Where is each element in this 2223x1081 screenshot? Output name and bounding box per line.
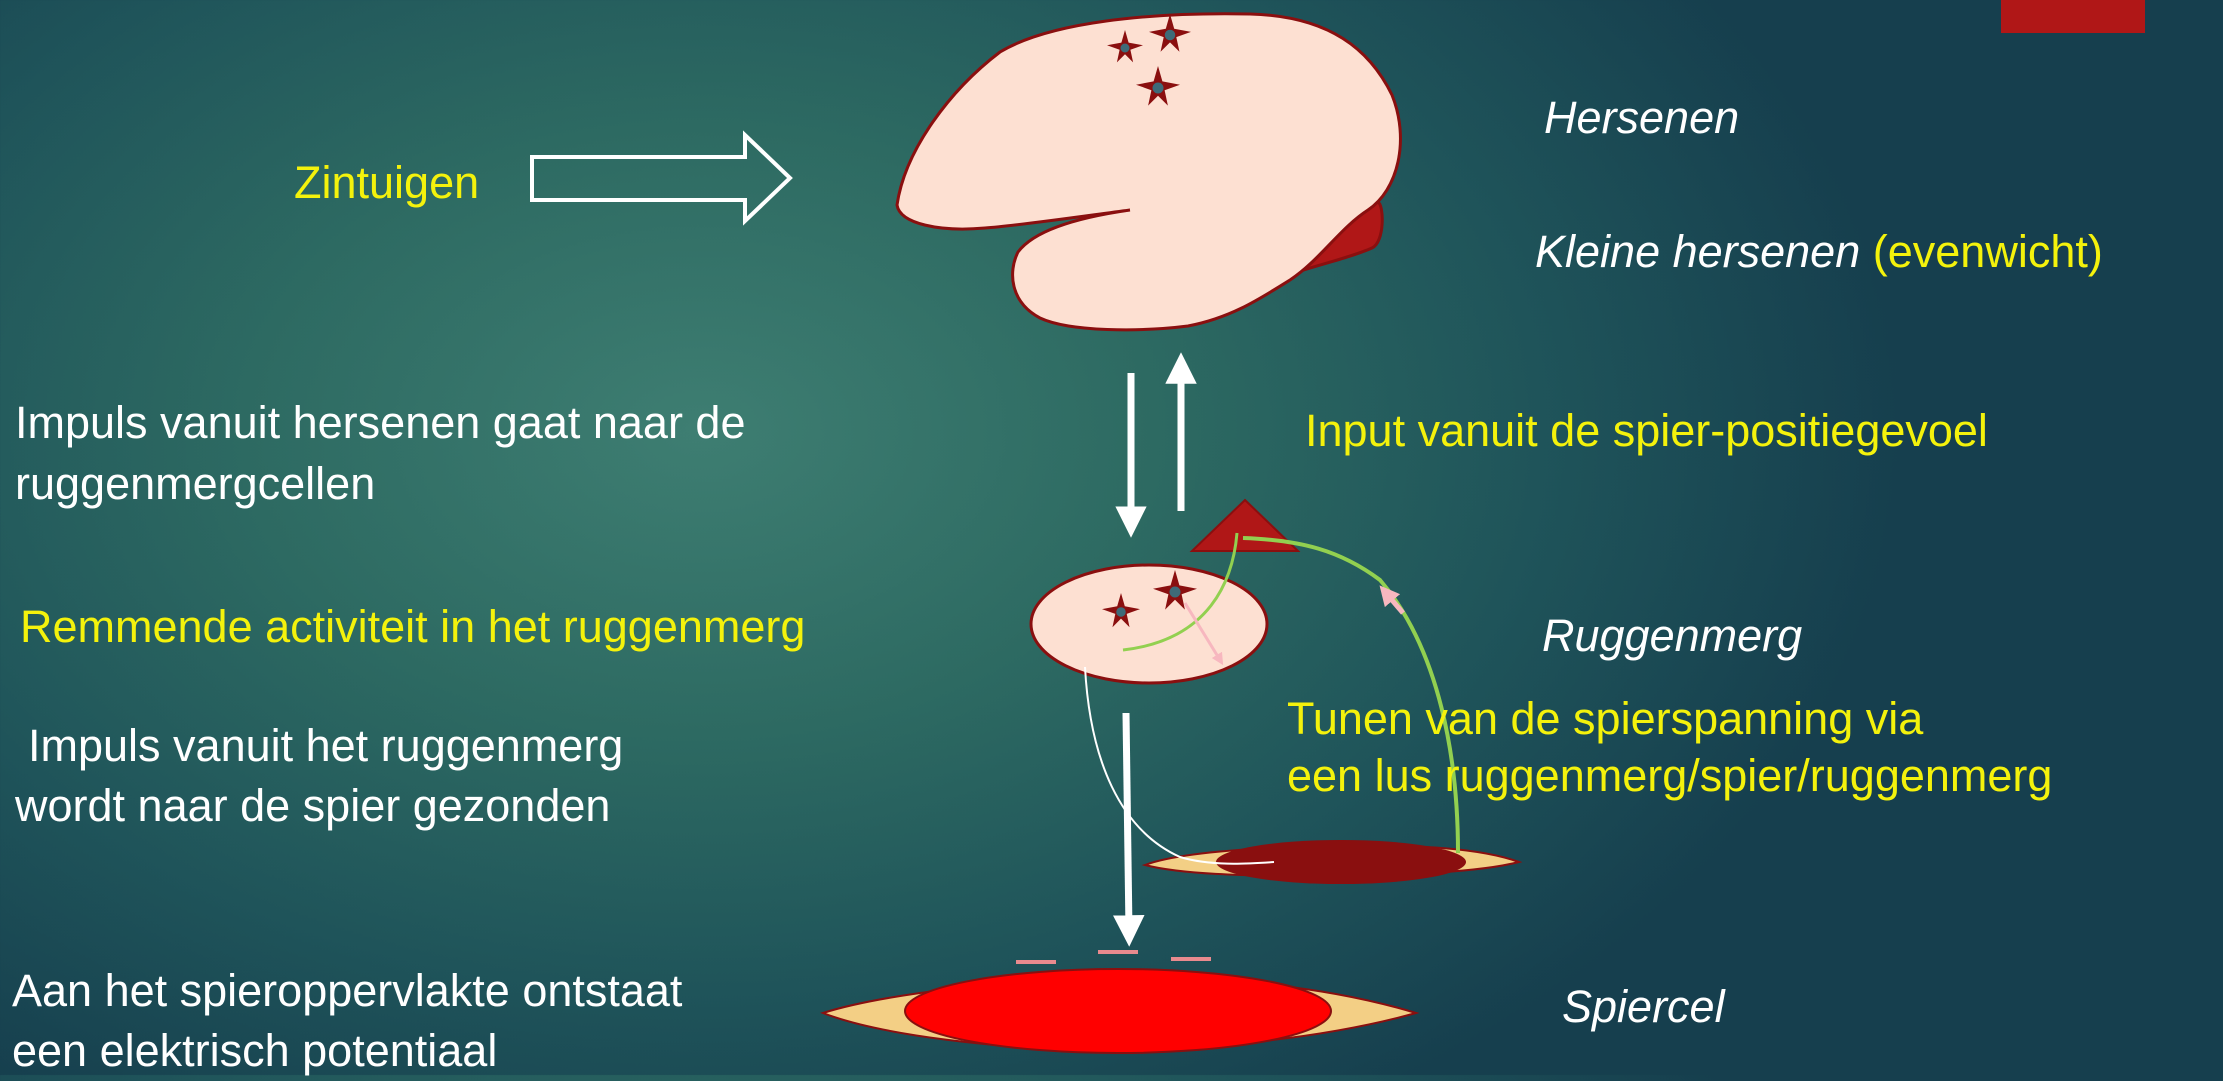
balance-label: (evenwicht): [1873, 226, 2103, 277]
muscle-cell-body: [905, 969, 1331, 1053]
impulse-cord-line1: Impuls vanuit het ruggenmerg: [28, 715, 623, 776]
brain-label: Hersenen: [1544, 87, 1739, 148]
tuning-line1: Tunen van de spierspanning via: [1287, 688, 1923, 749]
brain-shape: [897, 14, 1400, 330]
cerebellum-label-row: Kleine hersenen (evenwicht): [1535, 221, 2103, 282]
motor-fiber-curve: [1085, 667, 1274, 864]
senses-label: Zintuigen: [294, 152, 479, 213]
corner-accent-block: [2001, 0, 2145, 33]
ganglion-triangle-fill: [1192, 500, 1298, 551]
inhibitory-label: Remmende activiteit in het ruggenmerg: [20, 596, 805, 657]
motor-arrow: [1126, 713, 1129, 931]
spinal-cord-section: [1031, 565, 1267, 683]
tuning-line2: een lus ruggenmerg/spier/ruggenmerg: [1287, 745, 2052, 806]
surface-line1: Aan het spieroppervlakte ontstaat: [12, 960, 682, 1021]
impulse-brain-line1: Impuls vanuit hersenen gaat naar de: [15, 392, 745, 453]
surface-line2: een elektrisch potentiaal: [12, 1020, 497, 1081]
muscle-cell-label: Spiercel: [1562, 976, 1725, 1037]
impulse-cord-line2: wordt naar de spier gezonden: [15, 775, 610, 836]
impulse-brain-line2: ruggenmergcellen: [15, 453, 375, 514]
spindle-muscle: [1216, 840, 1466, 884]
cerebellum-label: Kleine hersenen: [1535, 226, 1860, 277]
spinal-cord-label: Ruggenmerg: [1542, 605, 1802, 666]
input-muscle-label: Input vanuit de spier-positiegevoel: [1305, 400, 1988, 461]
hollow-right-arrow-icon: [532, 135, 790, 221]
